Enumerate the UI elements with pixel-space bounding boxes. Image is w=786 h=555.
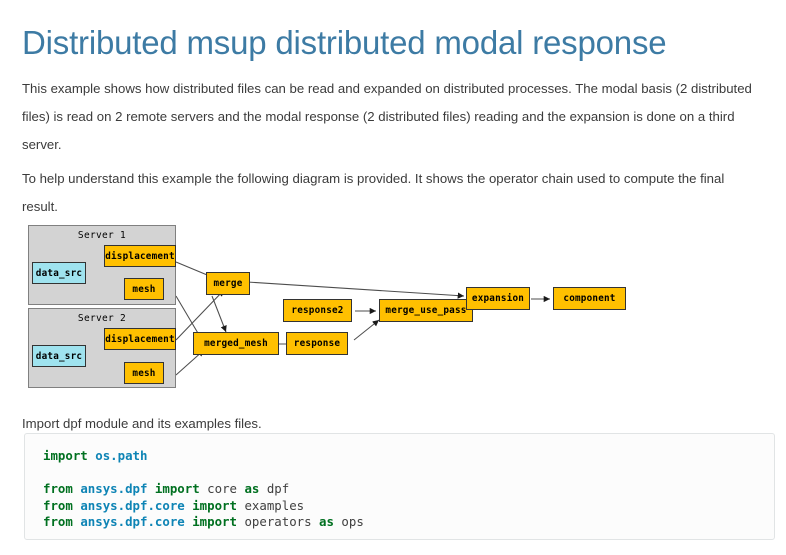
node-label: merge_use_pass xyxy=(385,305,467,316)
node-displacement-server-2[interactable]: displacement xyxy=(104,328,176,350)
node-label: data_src xyxy=(35,267,83,279)
node-response[interactable]: response xyxy=(286,332,348,355)
code-block-imports[interactable]: import os.path from ansys.dpf import cor… xyxy=(24,433,775,540)
code-token: os.path xyxy=(95,448,148,463)
code-token xyxy=(147,481,154,496)
code-content: import os.path from ansys.dpf import cor… xyxy=(43,448,774,531)
code-token: ansys.dpf xyxy=(80,481,148,497)
cluster-server-1-label: Server 1 xyxy=(77,230,127,241)
code-token: examples xyxy=(236,497,305,513)
code-token: import xyxy=(154,481,200,497)
node-label: displacement xyxy=(105,333,175,345)
node-data-src-server-2[interactable]: data_src xyxy=(32,345,86,367)
code-token: ansys.dpf.core xyxy=(80,514,185,530)
node-label: mesh xyxy=(132,283,156,295)
code-token: import xyxy=(192,514,237,530)
node-label: response xyxy=(293,338,341,349)
code-token: as xyxy=(319,514,334,530)
code-token: from xyxy=(43,481,73,497)
code-token: from xyxy=(43,514,73,530)
code-token: ops xyxy=(333,514,364,530)
code-token: operators xyxy=(236,514,320,530)
node-mesh-server-1[interactable]: mesh xyxy=(124,278,164,300)
node-label: expansion xyxy=(471,293,525,304)
node-merge[interactable]: merge xyxy=(206,272,250,295)
node-label: mesh xyxy=(132,367,156,379)
node-response2[interactable]: response2 xyxy=(283,299,352,322)
page-title: Distributed msup distributed modal respo… xyxy=(22,24,667,62)
node-data-src-server-1[interactable]: data_src xyxy=(32,262,86,284)
node-merge-use-pass[interactable]: merge_use_pass xyxy=(379,299,473,322)
node-label: data_src xyxy=(35,350,83,362)
node-label: component xyxy=(563,293,616,304)
node-label: merged_mesh xyxy=(204,338,268,349)
code-token: from xyxy=(43,497,73,513)
code-token: dpf xyxy=(259,481,290,497)
code-token: core xyxy=(199,481,245,497)
code-tokens: import os.path from ansys.dpf import cor… xyxy=(43,448,364,529)
node-label: response2 xyxy=(291,305,344,316)
node-component[interactable]: component xyxy=(553,287,626,310)
node-expansion[interactable]: expansion xyxy=(466,287,530,310)
code-token: import xyxy=(43,448,88,463)
node-label: merge xyxy=(213,278,243,289)
node-merged-mesh[interactable]: merged_mesh xyxy=(193,332,279,355)
node-mesh-server-2[interactable]: mesh xyxy=(124,362,164,384)
node-label: displacement xyxy=(105,250,175,262)
intro-paragraph: This example shows how distributed files… xyxy=(22,81,752,153)
code-token: ansys.dpf.core xyxy=(80,497,185,513)
operator-chain-diagram: Server 1 data_src displacement mesh Serv… xyxy=(24,220,644,392)
code-token: import xyxy=(192,497,237,513)
cluster-server-2-label: Server 2 xyxy=(77,313,127,324)
diagram-note-paragraph: To help understand this example the foll… xyxy=(22,171,725,215)
import-note-paragraph: Import dpf module and its examples files… xyxy=(22,416,262,432)
node-displacement-server-1[interactable]: displacement xyxy=(104,245,176,267)
code-token: as xyxy=(244,481,260,497)
